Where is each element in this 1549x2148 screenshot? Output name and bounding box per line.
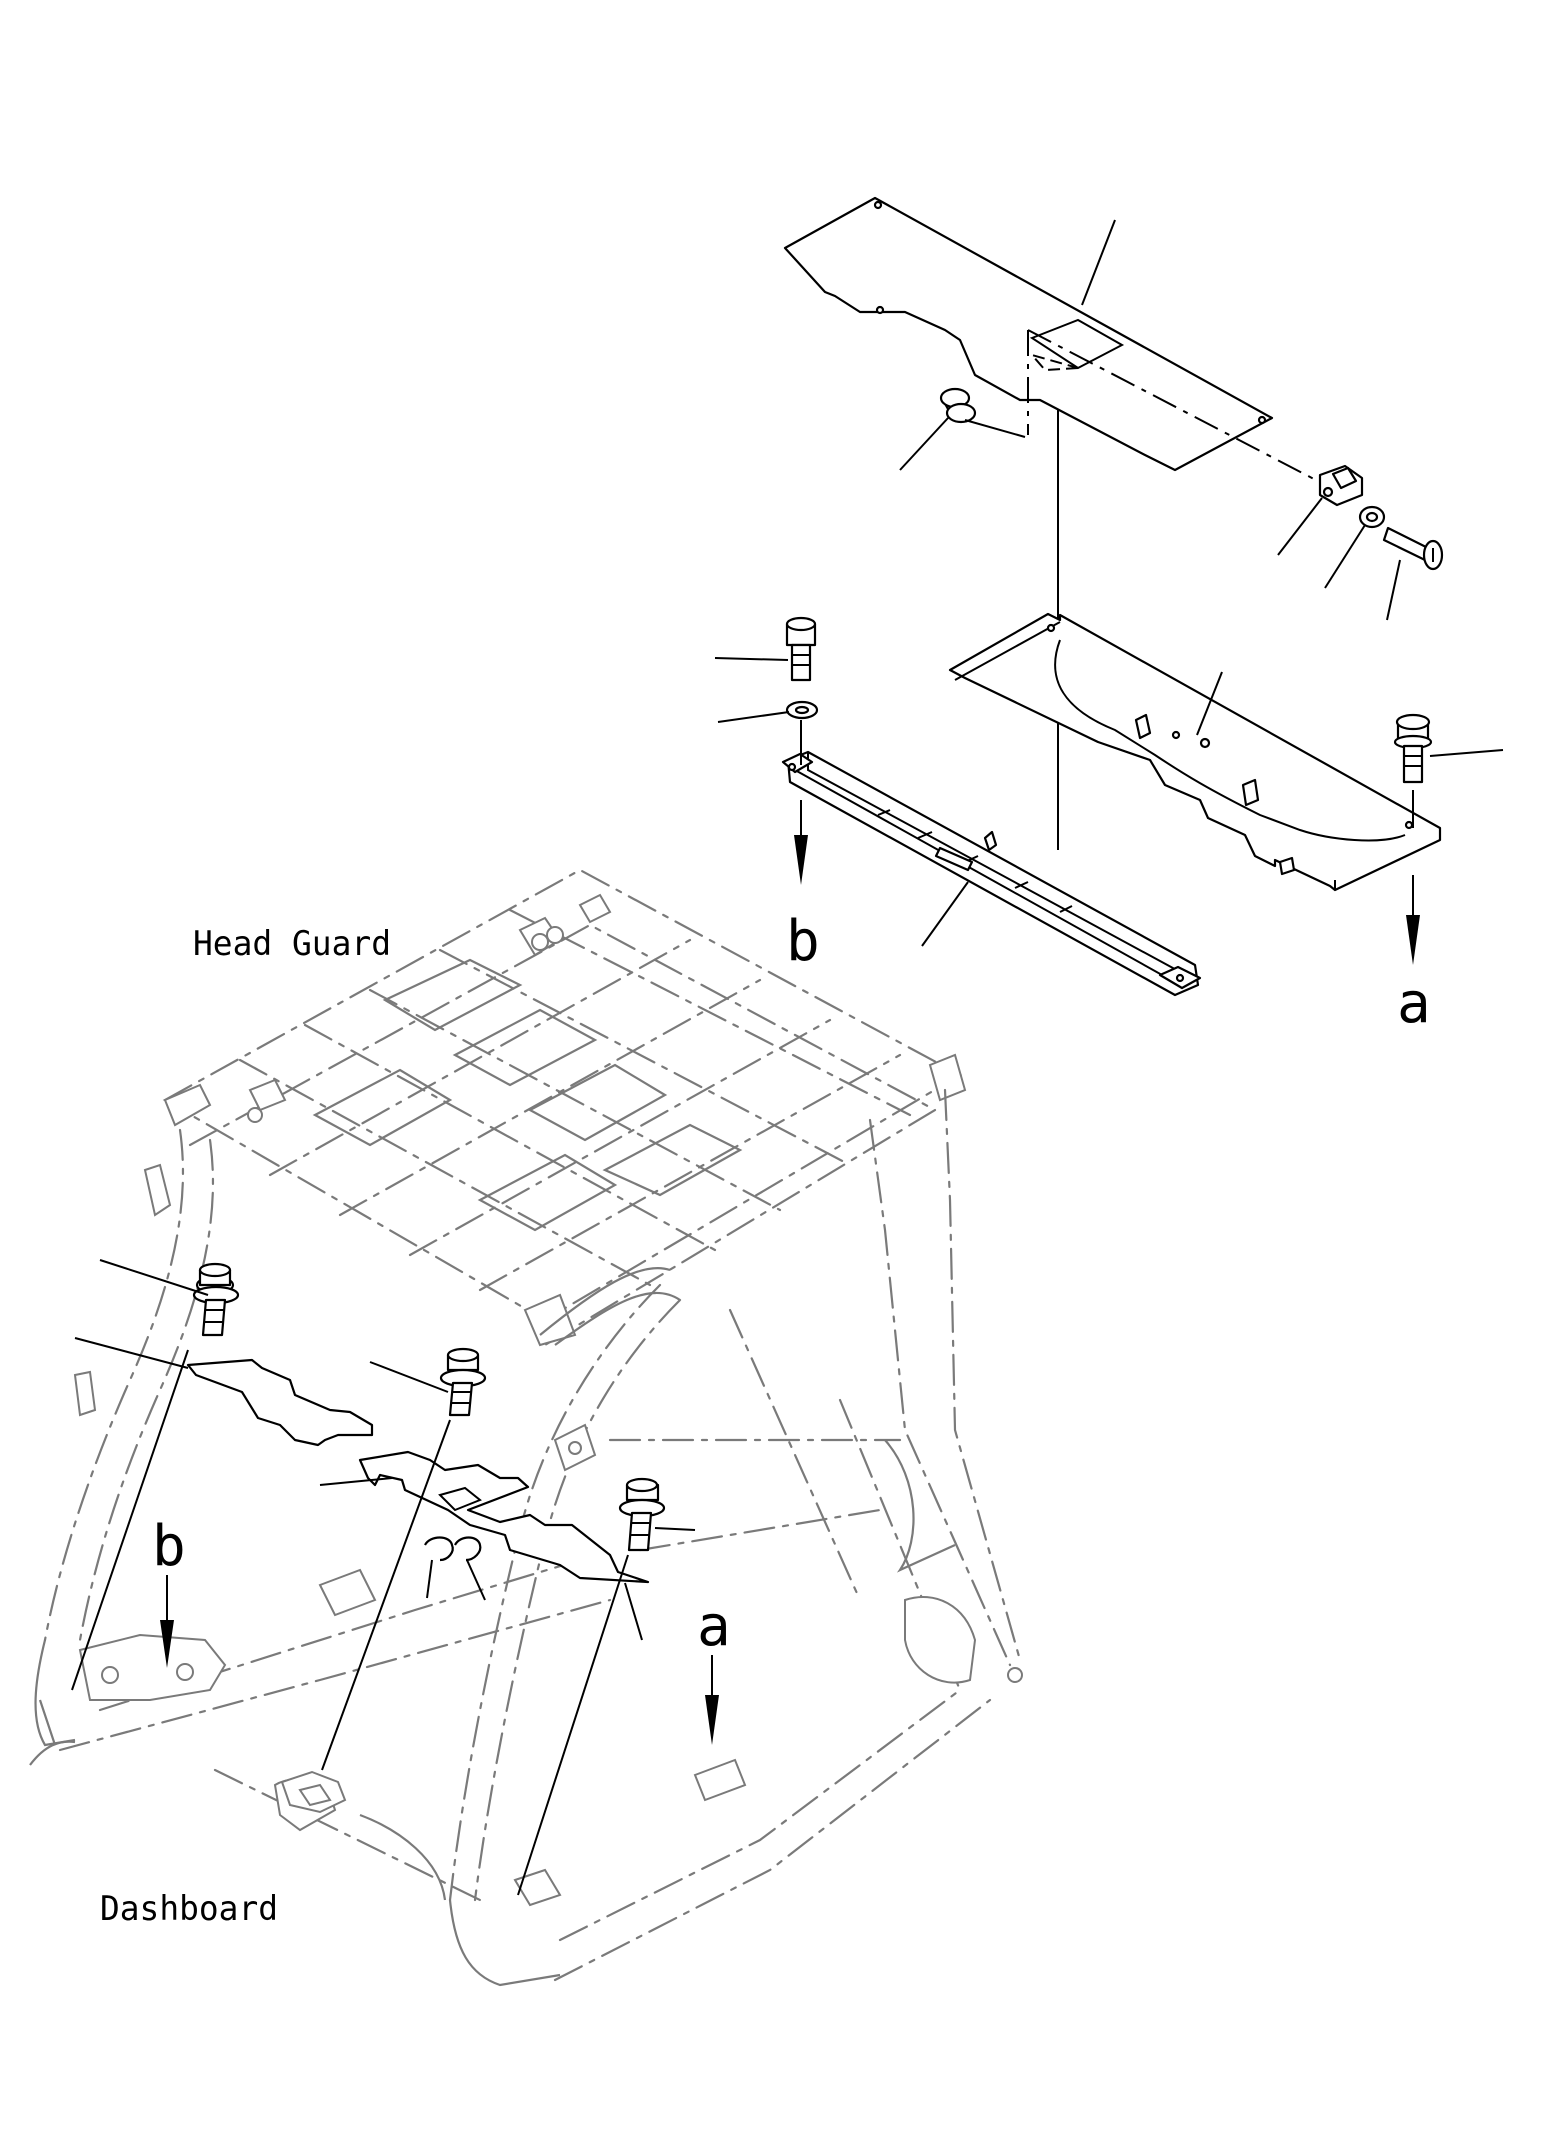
ref-letter-b-bottom: b <box>152 1514 186 1579</box>
ref-letter-a-top: a <box>1397 971 1431 1036</box>
ref-arrow-b-top <box>794 800 808 885</box>
latch-bracket <box>1318 464 1364 507</box>
bolt-top-left <box>785 616 817 682</box>
spacer-bushing <box>939 387 1026 438</box>
ref-arrow-a-top <box>1406 875 1420 965</box>
cover-plate-lower-2 <box>358 1450 650 1584</box>
retaining-clip <box>424 1536 482 1562</box>
ref-arrow-a-bottom <box>705 1655 719 1745</box>
flange-bolt-right <box>1393 713 1433 828</box>
cover-plate-lower-1 <box>186 1358 374 1447</box>
flange-bolt-lower-1 <box>192 1262 240 1337</box>
middle-plate <box>948 612 1442 892</box>
cross-rail <box>781 750 1202 997</box>
head-guard-label: Head Guard <box>193 924 391 964</box>
ref-letter-b-top: b <box>786 909 820 974</box>
flange-bolt-lower-3 <box>618 1477 666 1552</box>
flange-bolt-lower-2 <box>439 1347 487 1417</box>
screw-top <box>1382 526 1444 571</box>
dashboard-bracket <box>280 1770 347 1814</box>
dashboard-label: Dashboard <box>100 1889 278 1929</box>
ref-letter-a-bottom: a <box>697 1594 731 1659</box>
head-guard-frame <box>29 868 1023 1987</box>
ref-arrow-b-bottom <box>160 1575 174 1668</box>
